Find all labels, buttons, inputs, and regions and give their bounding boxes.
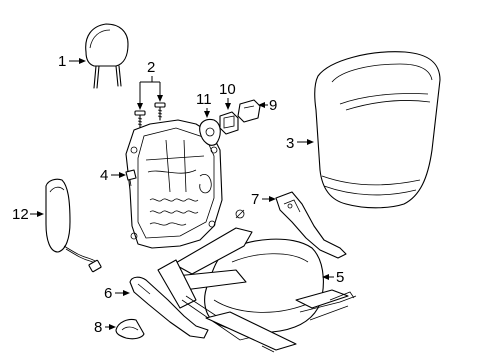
seat-frame-rails xyxy=(157,209,357,353)
svg-text:4: 4 xyxy=(100,167,108,184)
recliner-switch xyxy=(199,118,221,146)
svg-text:11: 11 xyxy=(196,91,212,108)
svg-text:12: 12 xyxy=(12,206,29,223)
callout-12: 12 xyxy=(12,206,44,223)
callout-7: 7 xyxy=(251,191,276,208)
clip xyxy=(125,169,137,187)
svg-text:6: 6 xyxy=(104,285,112,302)
callout-8: 8 xyxy=(94,319,116,336)
side-airbag-module xyxy=(45,178,102,273)
switch-knob xyxy=(219,111,239,135)
callout-9: 9 xyxy=(258,97,277,114)
svg-text:10: 10 xyxy=(219,81,236,98)
callout-2: 2 xyxy=(137,59,163,110)
svg-text:3: 3 xyxy=(286,135,294,152)
side-cover-right xyxy=(275,191,347,259)
callout-11: 11 xyxy=(196,91,212,118)
svg-text:5: 5 xyxy=(336,269,344,286)
seat-back-frame xyxy=(125,119,223,249)
svg-text:8: 8 xyxy=(94,319,102,336)
callout-1: 1 xyxy=(58,53,86,70)
callout-10: 10 xyxy=(219,81,236,110)
knob xyxy=(115,318,145,340)
switch-small xyxy=(237,99,261,123)
svg-text:2: 2 xyxy=(147,59,155,76)
bolts xyxy=(134,102,166,129)
side-cover-left xyxy=(129,276,209,339)
callout-5: 5 xyxy=(322,269,344,286)
svg-text:7: 7 xyxy=(251,191,259,208)
svg-text:1: 1 xyxy=(58,53,66,70)
seat-back-cushion-cover xyxy=(314,51,441,209)
headrest xyxy=(85,23,129,89)
svg-text:9: 9 xyxy=(269,97,277,114)
callout-4: 4 xyxy=(100,167,126,184)
callout-6: 6 xyxy=(104,285,130,302)
callout-3: 3 xyxy=(286,135,314,152)
